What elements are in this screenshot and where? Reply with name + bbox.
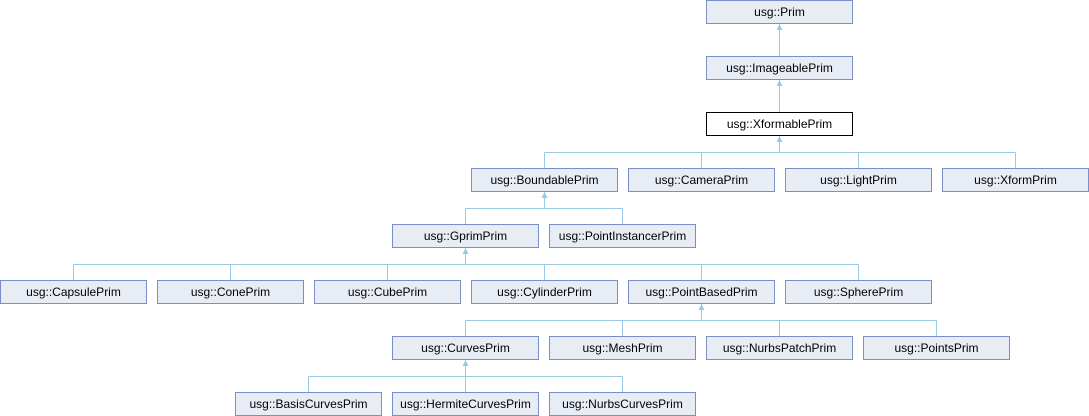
class-node-nurbscurves[interactable]: usg::NurbsCurvesPrim bbox=[549, 392, 696, 416]
class-node-basiscurves[interactable]: usg::BasisCurvesPrim bbox=[235, 392, 382, 416]
class-node-pointbased[interactable]: usg::PointBasedPrim bbox=[628, 280, 775, 304]
arrow-icon bbox=[541, 192, 548, 198]
arrow-icon bbox=[462, 248, 469, 254]
arrow-icon bbox=[776, 24, 783, 30]
class-node-points[interactable]: usg::PointsPrim bbox=[863, 336, 1010, 360]
class-node-pointinstancer[interactable]: usg::PointInstancerPrim bbox=[549, 224, 696, 248]
class-node-sphere[interactable]: usg::SpherePrim bbox=[785, 280, 932, 304]
class-node-gprim[interactable]: usg::GprimPrim bbox=[392, 224, 539, 248]
class-node-prim[interactable]: usg::Prim bbox=[706, 0, 853, 24]
class-node-boundable[interactable]: usg::BoundablePrim bbox=[471, 168, 618, 192]
class-node-light[interactable]: usg::LightPrim bbox=[785, 168, 932, 192]
class-node-cube[interactable]: usg::CubePrim bbox=[314, 280, 461, 304]
arrow-icon bbox=[776, 80, 783, 86]
arrow-icon bbox=[462, 360, 469, 366]
class-node-xformable: usg::XformablePrim bbox=[706, 112, 853, 136]
class-node-curves[interactable]: usg::CurvesPrim bbox=[392, 336, 539, 360]
arrow-icon bbox=[698, 304, 705, 310]
arrow-icon bbox=[776, 136, 783, 142]
class-node-mesh[interactable]: usg::MeshPrim bbox=[549, 336, 696, 360]
class-node-hermitecurves[interactable]: usg::HermiteCurvesPrim bbox=[392, 392, 539, 416]
class-node-capsule[interactable]: usg::CapsulePrim bbox=[0, 280, 147, 304]
class-node-nurbspatch[interactable]: usg::NurbsPatchPrim bbox=[706, 336, 853, 360]
class-node-xform[interactable]: usg::XformPrim bbox=[942, 168, 1089, 192]
class-node-cone[interactable]: usg::ConePrim bbox=[157, 280, 304, 304]
class-node-camera[interactable]: usg::CameraPrim bbox=[628, 168, 775, 192]
class-node-imageable[interactable]: usg::ImageablePrim bbox=[706, 56, 853, 80]
class-node-cylinder[interactable]: usg::CylinderPrim bbox=[471, 280, 618, 304]
